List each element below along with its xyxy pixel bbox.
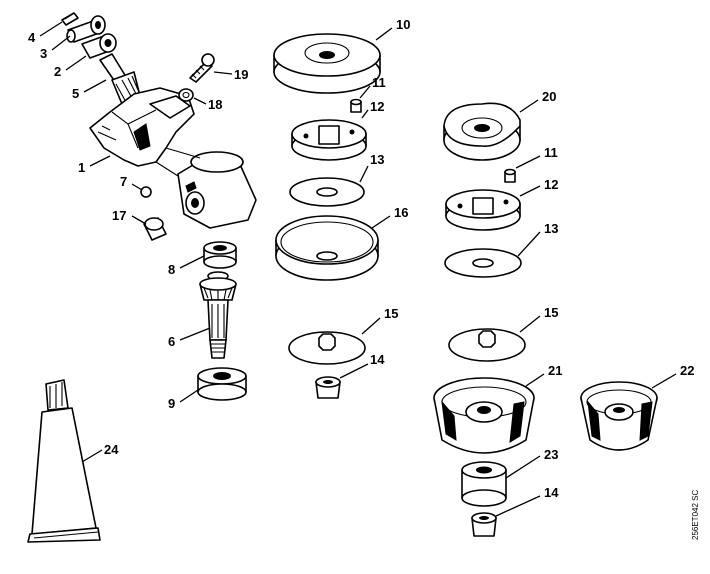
callout-4: 4 (28, 30, 36, 45)
part-13-washer-disc-left (289, 177, 365, 207)
part-22-cup (580, 381, 658, 451)
part-7-small-ball (140, 186, 152, 198)
part-3-nut (66, 15, 106, 43)
part-16-protective-ring (275, 215, 379, 281)
callout-20: 20 (542, 89, 556, 104)
part-4-set-screw (61, 12, 79, 26)
callout-22: 22 (680, 363, 694, 378)
callout-2: 2 (54, 64, 61, 79)
callout-5: 5 (72, 86, 79, 101)
drawing-code: 256ET042 SC (691, 490, 700, 540)
callout-17: 17 (112, 208, 126, 223)
part-15-thrust-plate-right (448, 328, 526, 362)
leader-lines (39, 21, 677, 517)
callout-14-right: 14 (544, 485, 559, 500)
callout-23: 23 (544, 447, 558, 462)
part-24-grease-tube (27, 379, 101, 543)
part-18-washer (178, 88, 194, 102)
part-11-screw-right (504, 168, 516, 183)
callout-18: 18 (208, 97, 222, 112)
part-14-nut-left (315, 376, 341, 399)
callout-numbers: 4 3 2 5 1 7 17 8 6 9 24 19 18 10 11 12 1… (28, 17, 694, 500)
callout-24: 24 (104, 442, 119, 457)
part-20-thrust-plate (443, 102, 521, 161)
part-2-bearing (81, 33, 117, 59)
part-17-plug (143, 217, 167, 241)
part-1-gear-housing (89, 87, 257, 229)
callout-3: 3 (40, 46, 47, 61)
callout-12-left: 12 (370, 99, 384, 114)
part-9-bearing (197, 367, 247, 401)
part-13-washer-disc-right (444, 248, 522, 278)
callout-9: 9 (168, 396, 175, 411)
part-21-cup (433, 377, 535, 454)
callout-13-right: 13 (544, 221, 558, 236)
callout-10: 10 (396, 17, 410, 32)
callout-1: 1 (78, 160, 85, 175)
part-12-thrust-washer-left (291, 119, 367, 161)
callout-15-right: 15 (544, 305, 558, 320)
part-8-bearing (203, 241, 237, 269)
callout-16: 16 (394, 205, 408, 220)
part-6-gear-shaft (199, 271, 237, 359)
part-23-spacer-sleeve (461, 461, 507, 507)
callout-13-left: 13 (370, 152, 384, 167)
callout-6: 6 (168, 334, 175, 349)
callout-15-left: 15 (384, 306, 398, 321)
callout-11-left: 11 (372, 75, 386, 90)
callout-11-right: 11 (544, 145, 558, 160)
callout-7: 7 (120, 174, 127, 189)
callout-19: 19 (234, 67, 248, 82)
callout-8: 8 (168, 262, 175, 277)
callout-12-right: 12 (544, 177, 558, 192)
part-15-thrust-plate-left (288, 331, 366, 365)
part-14-nut-right (471, 512, 497, 537)
part-19-screw (189, 53, 215, 83)
callout-14-left: 14 (370, 352, 385, 367)
part-11-screw-left (350, 98, 362, 113)
part-12-thrust-washer-right (445, 189, 521, 231)
part-10-thrust-plate (273, 33, 381, 94)
callout-21: 21 (548, 363, 562, 378)
